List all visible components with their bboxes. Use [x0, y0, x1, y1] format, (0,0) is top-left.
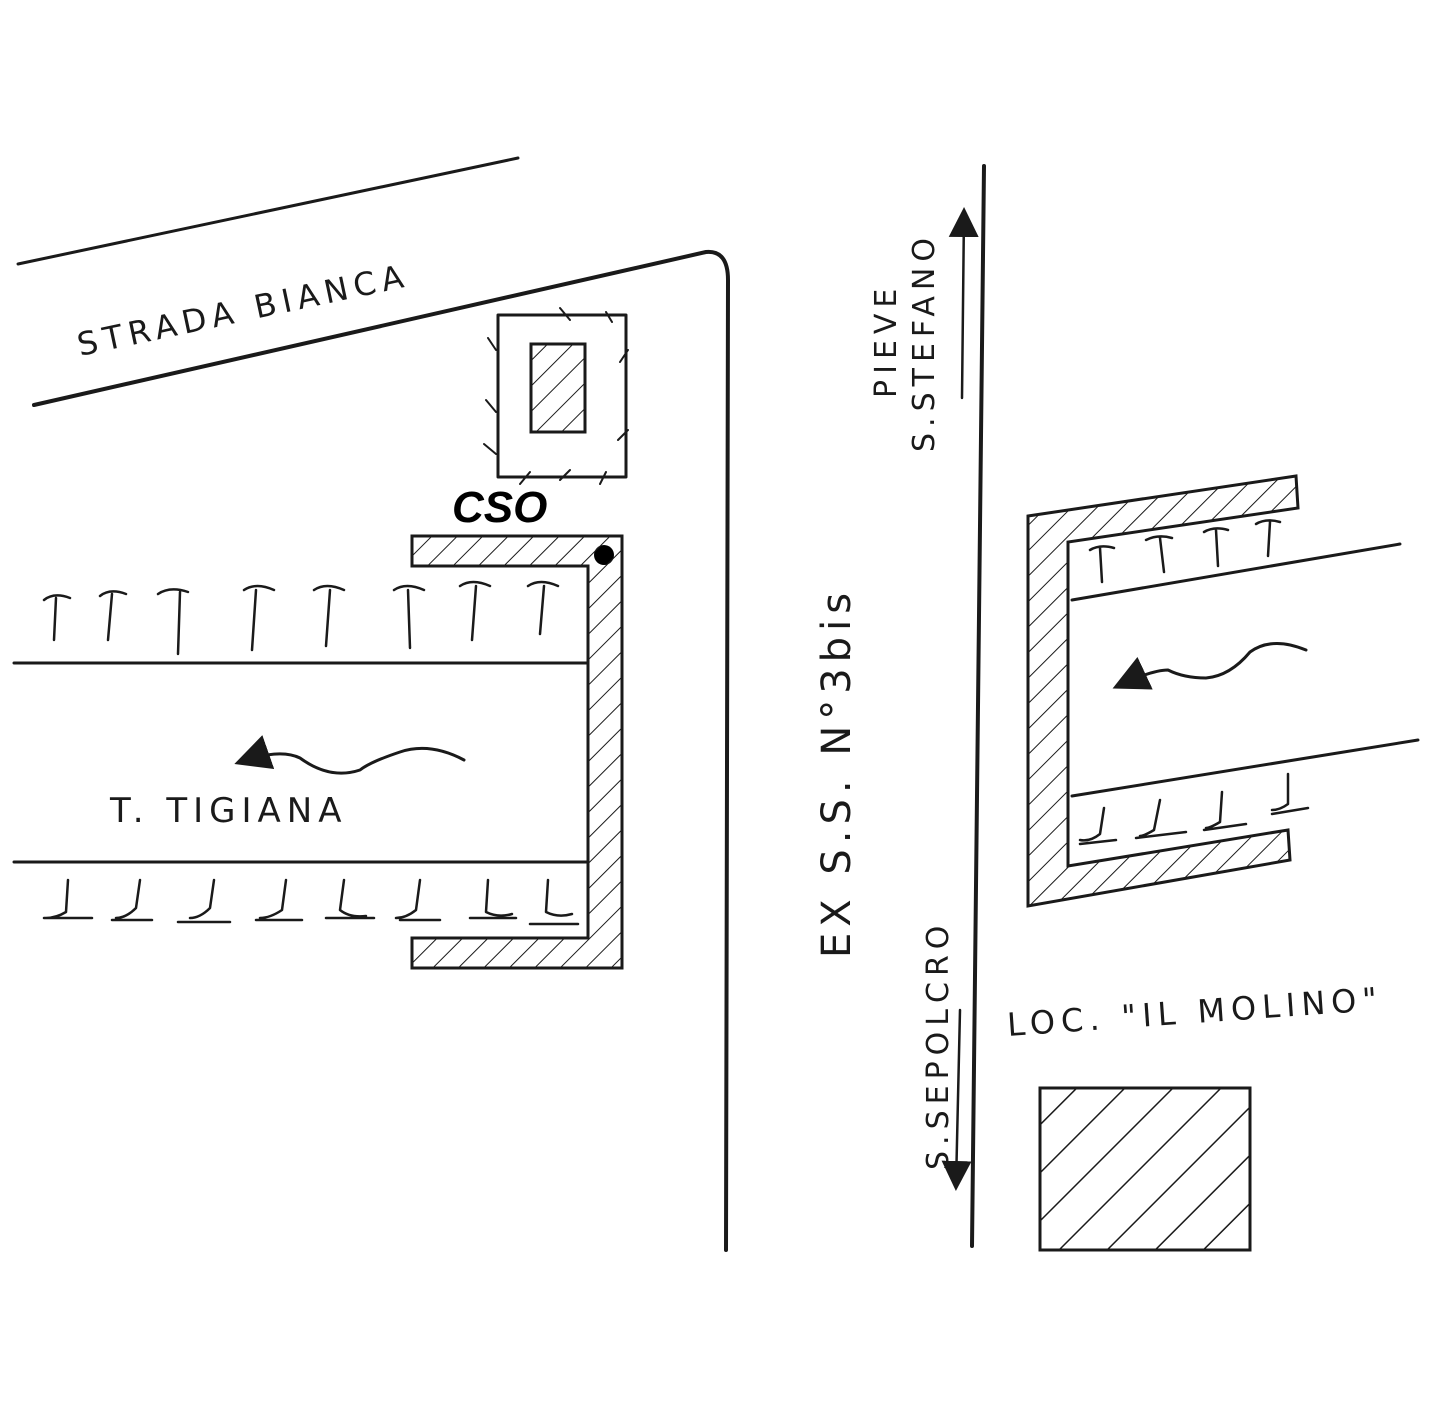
culvert-right [1026, 474, 1300, 908]
stream-right-south-bank [1070, 738, 1420, 798]
direction-north-arrow-icon [948, 207, 979, 400]
direction-south-arrow-icon [941, 1008, 972, 1191]
cso-label: CSO [452, 483, 547, 532]
flow-arrow-right [1112, 642, 1308, 690]
main-road-label: EX S.S. N°3bis [814, 587, 860, 958]
direction-north-line2: S.STEFANO [907, 232, 942, 452]
building-top [483, 307, 629, 485]
stream-label: T. TIGIANA [109, 791, 347, 831]
embankment-symbols-south-left [42, 878, 580, 926]
il-molino-building [1038, 1086, 1252, 1252]
culvert-left [410, 534, 624, 970]
direction-north-line1: PIEVE [869, 283, 904, 398]
locality-label: LOC. "IL MOLINO" [1006, 980, 1384, 1044]
strada-bianca-label: STRADA BIANCA [74, 256, 413, 364]
embankment-symbols-south-right [1078, 772, 1310, 846]
main-road-east-edge [970, 164, 986, 1248]
stream-right-north-bank [1070, 542, 1402, 602]
direction-south-label: S.SEPOLCRO [921, 920, 956, 1170]
strada-bianca-lower-edge [32, 249, 730, 1252]
embankment-symbols-north-left [42, 580, 560, 656]
strada-bianca-upper-edge [16, 156, 520, 266]
embankment-symbols-north-right [1088, 519, 1282, 584]
flow-arrow-left [234, 735, 466, 775]
